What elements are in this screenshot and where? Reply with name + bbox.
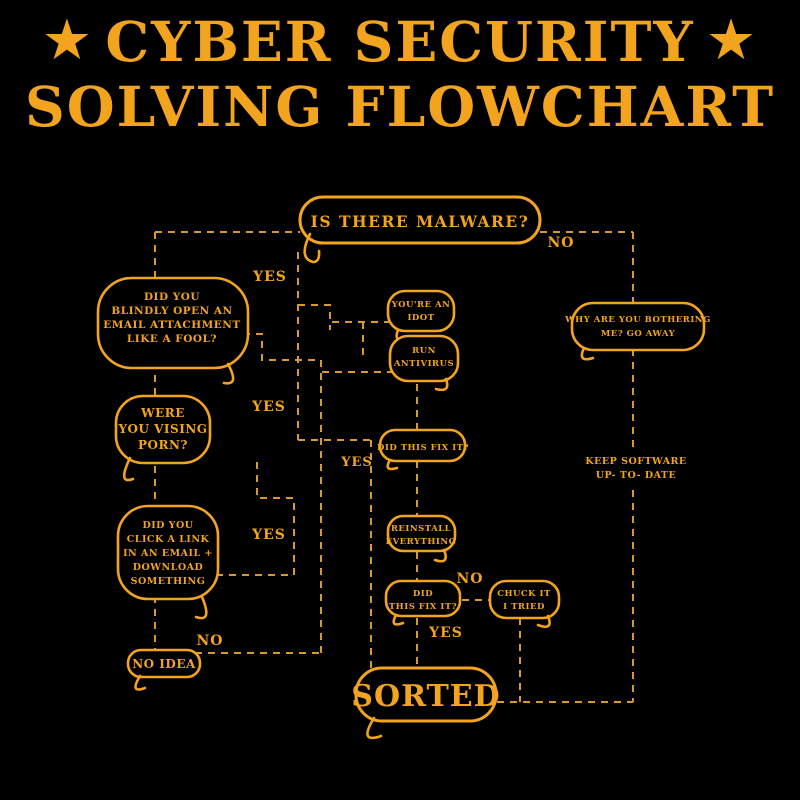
node-porn-text: YOU VISING [117, 422, 207, 436]
node-clicklink-text: SOMETHING [131, 576, 206, 587]
node-idiot-text: YOU'RE AN [391, 300, 451, 310]
node-email-text: EMAIL ATTACHMENT [103, 319, 240, 331]
edge-label-yes-bottom: YES [428, 625, 463, 641]
node-email-text: DID YOU [144, 291, 200, 303]
edge-label-no-mid: NO [457, 571, 484, 587]
node-reinstall-text: EVERYTHING [386, 537, 457, 547]
speech-tail [392, 613, 405, 626]
connector-line [298, 304, 331, 330]
node-fixit2-text: DID [413, 589, 433, 599]
node-fixit2-text: THIS FIX IT? [389, 602, 457, 612]
node-sorted-text: SORTED [351, 679, 500, 714]
node-noidea-bubble [126, 648, 202, 679]
title-text-1: CYBER SECURITY [105, 9, 695, 74]
edge-label-no-bottom: NO [197, 633, 224, 649]
node-clicklink-text: IN AN EMAIL + [123, 548, 213, 559]
node-malware-bubble [298, 195, 542, 245]
node-fixit1-bubble [378, 428, 467, 463]
speech-tail [580, 346, 595, 361]
node-keepsoftware-text: KEEP SOFTWARE [585, 456, 686, 467]
node-antivirus-text: ANTIVIRUS [393, 359, 454, 369]
node-chuckit-text: CHUCK IT [497, 589, 551, 599]
flowchart-nodes: IS THERE MALWARE? DID YOU BLINDLY OPEN A… [96, 195, 711, 740]
edge-label-yes-top: YES [252, 269, 287, 285]
edge-label-yes-fix1: YES [340, 455, 373, 470]
node-chuckit-text: I TRIED [503, 602, 545, 612]
node-bothering-text: ME? GO AWAY [601, 329, 676, 339]
edge-label-yes-porn: YES [251, 399, 286, 415]
title-line-1: ★ CYBER SECURITY ★ [0, 9, 800, 75]
node-chuckit-bubble [488, 579, 561, 620]
speech-tail [536, 614, 551, 628]
node-email-text: LIKE A FOOL? [127, 333, 217, 345]
speech-tail [366, 716, 383, 740]
node-fixit1-text: DID THIS FIX IT? [377, 443, 469, 453]
speech-tail [222, 362, 235, 385]
speech-tail [134, 674, 147, 691]
node-clicklink-text: CLICK A LINK [127, 534, 210, 545]
node-clicklink-bubble [116, 504, 220, 601]
node-porn-text: WERE [140, 406, 185, 420]
node-bothering-bubble [570, 301, 706, 352]
node-email-bubble [96, 276, 250, 370]
connector-line [243, 333, 321, 361]
node-reinstall-bubble [386, 514, 457, 553]
node-clicklink-text: DID YOU [142, 520, 193, 531]
edge-labels: NO YES YES YES YES NO YES NO [197, 235, 575, 649]
star-icon: ★ [708, 10, 756, 70]
speech-tail [122, 456, 135, 482]
speech-tail [434, 377, 449, 392]
node-idiot-text: IDOT [407, 313, 434, 323]
node-porn-bubble [114, 394, 212, 465]
edge-label-yes-link: YES [251, 527, 286, 543]
star-icon: ★ [44, 10, 92, 70]
node-antivirus-text: RUN [412, 346, 436, 356]
node-email-text: BLINDLY OPEN AN [111, 305, 232, 317]
node-reinstall-text: REINSTALL [391, 524, 451, 534]
node-idiot-bubble [386, 289, 456, 333]
node-malware-text: IS THERE MALWARE? [311, 212, 530, 231]
page-title: ★ CYBER SECURITY ★ SOLVING FLOWCHART [0, 9, 800, 140]
node-bothering-text: WHY ARE YOU BOTHERING [564, 315, 711, 325]
speech-tail [433, 548, 447, 563]
node-sorted-bubble [354, 666, 498, 723]
speech-tail [386, 458, 399, 471]
speech-tail [303, 232, 321, 264]
edge-label-no-top: NO [548, 235, 575, 251]
node-fixit2-bubble [384, 579, 462, 618]
node-noidea-text: NO IDEA [132, 657, 196, 671]
speech-tail [194, 595, 208, 620]
node-clicklink-text: DOWNLOAD [133, 562, 203, 573]
node-antivirus-bubble [388, 334, 460, 383]
node-keepsoftware-text: UP- TO- DATE [596, 470, 677, 481]
node-porn-text: PORN? [138, 438, 188, 452]
connector-line [218, 462, 295, 576]
title-line-2: SOLVING FLOWCHART [24, 73, 776, 139]
